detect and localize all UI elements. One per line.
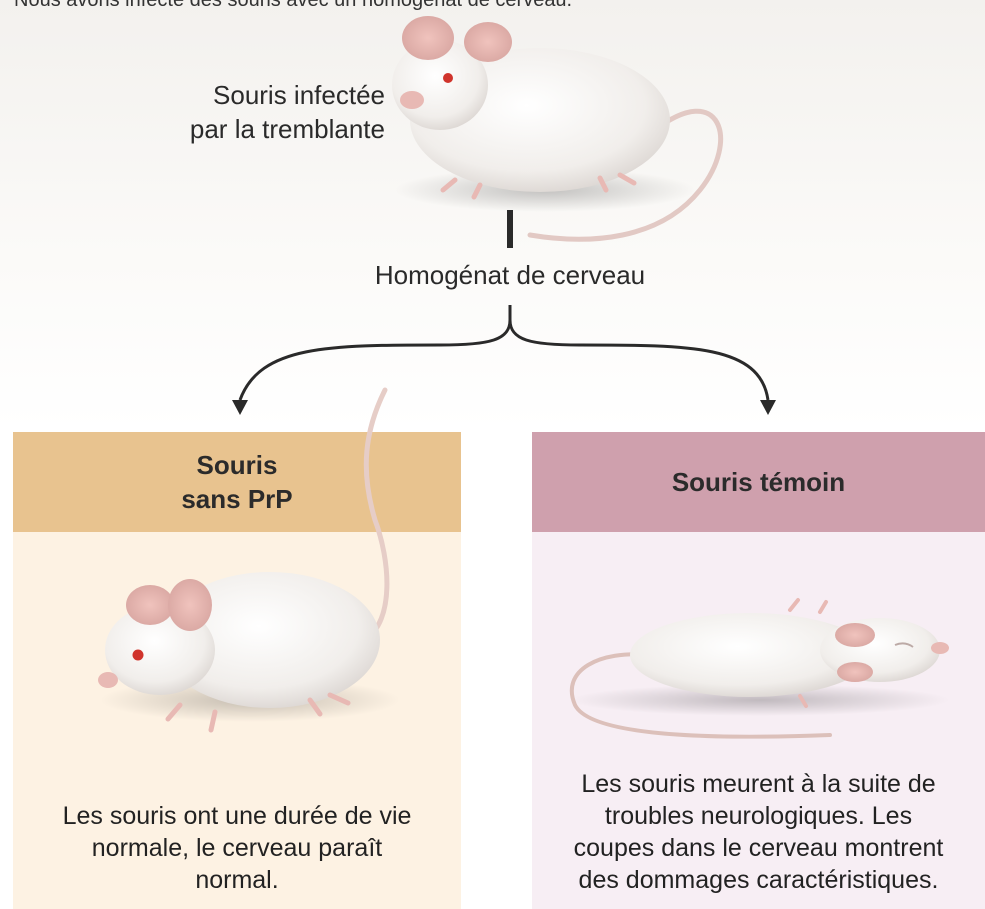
mouse-healthy-icon <box>98 390 400 730</box>
infected-mouse-label: Souris infectée par la tremblante <box>160 78 385 146</box>
mouse-infected-icon <box>392 16 721 239</box>
arrow-down-icon <box>232 400 248 415</box>
brain-homogenate-label: Homogénat de cerveau <box>320 258 700 292</box>
branch-arrows <box>232 210 776 415</box>
mouse-dead-icon <box>570 600 950 737</box>
arrow-down-icon <box>760 400 776 415</box>
